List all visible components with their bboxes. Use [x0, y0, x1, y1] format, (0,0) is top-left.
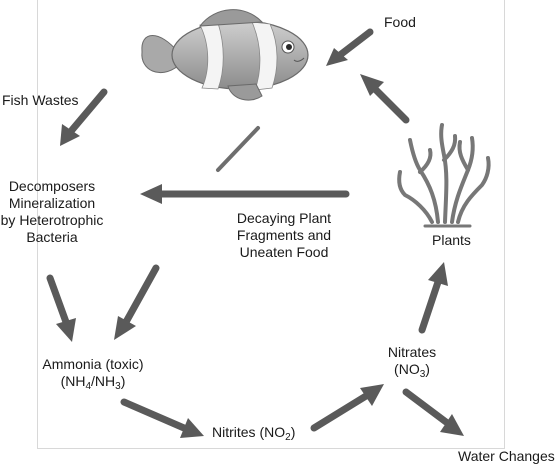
arrow-decaying-to-decomposers [140, 184, 350, 204]
arrow-ammonia-to-nitrites [120, 398, 204, 438]
label-food: Food [384, 14, 416, 30]
ammonia-close: ) [120, 373, 126, 389]
cycle-arrows [46, 28, 464, 438]
arrow-decomposers-to-ammonia [46, 274, 76, 342]
label-nitrites: Nitrites (NO2) [212, 424, 296, 443]
arrow-nitrites-to-nitrates [310, 384, 384, 432]
ammonia-nh4: (NH [60, 373, 86, 389]
decaying-line-3: Uneaten Food [239, 244, 329, 260]
decaying-line-1: Decaying Plant [236, 210, 332, 226]
label-decaying: Decaying Plant Fragments and Uneaten Foo… [226, 210, 342, 261]
arrow-food-to-fish [326, 28, 374, 66]
decomposers-line-2: Mineralization [8, 195, 96, 211]
ammonia-line-2: (NH4/NH3) [34, 373, 152, 392]
nitrites-close: ) [290, 424, 296, 440]
ammonia-sub-3: 3 [115, 381, 121, 392]
nitrates-sub: 3 [419, 369, 426, 380]
arrow-nitrates-to-water-changes [402, 388, 464, 436]
ammonia-nh3: /NH [91, 373, 116, 389]
decomposers-line-4: Bacteria [26, 229, 78, 245]
aquatic-plant-illustration [397, 123, 491, 228]
label-fish-wastes: Fish Wastes [2, 92, 79, 108]
arrow-nitrates-to-plants [418, 262, 448, 334]
nitrates-close: ) [425, 361, 430, 377]
pencil-stroke-fish [216, 126, 260, 172]
arrow-plants-to-fish [360, 74, 410, 124]
nitrites-text: Nitrites (NO [212, 424, 286, 440]
ammonia-sub-4: 4 [85, 381, 92, 392]
arrow-fish-wastes [60, 88, 108, 146]
clownfish-illustration [141, 9, 309, 101]
nitrates-line-1: Nitrates [387, 344, 437, 360]
label-nitrates: Nitrates (NO3) [380, 344, 444, 380]
nitrites-sub: 2 [285, 432, 291, 443]
label-plants: Plants [432, 232, 471, 248]
arrow-decaying-to-ammonia [114, 264, 160, 340]
decaying-line-2: Fragments and [236, 227, 332, 243]
label-ammonia: Ammonia (toxic) (NH4/NH3) [34, 356, 152, 392]
decomposers-line-3: by Heterotrophic [0, 212, 104, 228]
nitrates-open: (NO [394, 361, 420, 377]
diagram-frame [37, 0, 505, 449]
nitrates-line-2: (NO3) [380, 361, 444, 380]
label-decomposers: Decomposers Mineralization by Heterotrop… [0, 178, 104, 246]
ammonia-line-1: Ammonia (toxic) [42, 356, 144, 372]
decomposers-line-1: Decomposers [8, 178, 96, 194]
label-water-changes: Water Changes [458, 448, 555, 464]
